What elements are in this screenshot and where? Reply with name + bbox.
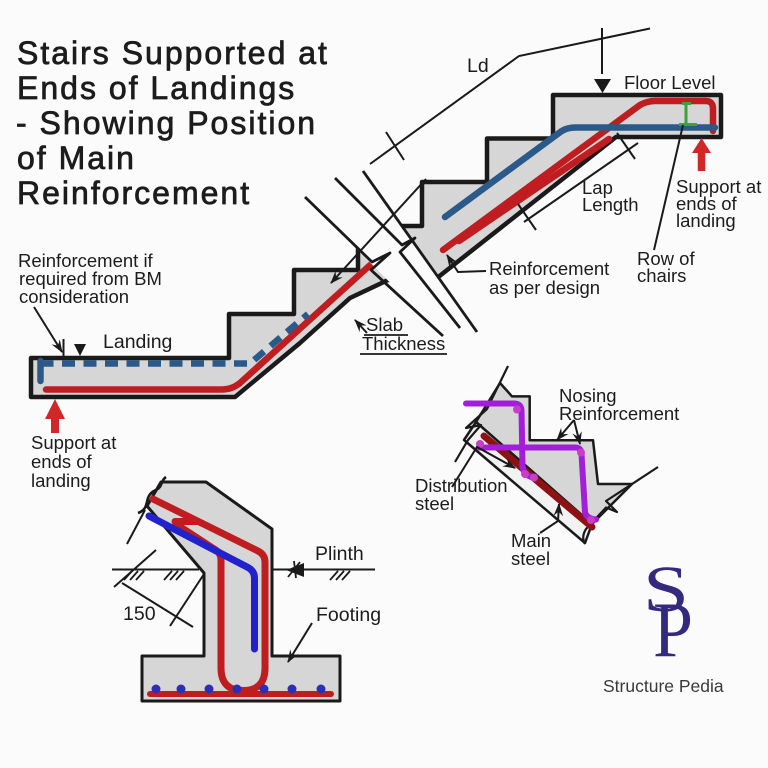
svg-text:Support at: Support at xyxy=(31,432,116,453)
svg-text:Structure Pedia: Structure Pedia xyxy=(603,676,724,696)
svg-text:ends of: ends of xyxy=(31,451,93,472)
svg-text:Stairs Supported at: Stairs Supported at xyxy=(17,35,329,71)
svg-text:Slab: Slab xyxy=(366,314,403,335)
svg-text:Reinforcement: Reinforcement xyxy=(489,258,609,279)
svg-text:Row of: Row of xyxy=(637,248,695,269)
svg-text:Distribution: Distribution xyxy=(415,475,508,496)
svg-text:S: S xyxy=(643,553,689,626)
svg-text:Plinth: Plinth xyxy=(315,543,364,565)
svg-text:required from BM: required from BM xyxy=(19,268,162,289)
svg-text:150: 150 xyxy=(123,603,156,625)
svg-text:Reinforcement if: Reinforcement if xyxy=(18,250,154,271)
svg-text:Lap: Lap xyxy=(582,177,613,198)
svg-text:Support at: Support at xyxy=(676,176,761,197)
svg-text:Reinforcement: Reinforcement xyxy=(559,403,679,424)
svg-text:landing: landing xyxy=(676,210,736,231)
svg-text:Length: Length xyxy=(582,194,639,215)
svg-text:P: P xyxy=(653,586,693,673)
svg-text:ends of: ends of xyxy=(676,193,738,214)
svg-text:- Showing Position: - Showing Position xyxy=(16,105,317,141)
svg-text:Main: Main xyxy=(511,530,551,551)
svg-text:Floor Level: Floor Level xyxy=(624,72,716,93)
svg-text:Landing: Landing xyxy=(103,331,172,353)
svg-text:Reinforcement: Reinforcement xyxy=(17,175,251,211)
svg-text:of Main: of Main xyxy=(17,140,136,176)
svg-text:steel: steel xyxy=(511,548,550,569)
svg-text:consideration: consideration xyxy=(19,286,129,307)
svg-text:Thickness: Thickness xyxy=(362,333,445,354)
svg-text:steel: steel xyxy=(415,493,454,514)
svg-text:chairs: chairs xyxy=(637,265,686,286)
svg-text:Ld: Ld xyxy=(467,55,489,77)
svg-text:as per design: as per design xyxy=(489,277,600,298)
svg-text:Nosing: Nosing xyxy=(559,385,617,406)
svg-text:Footing: Footing xyxy=(316,604,381,626)
svg-text:landing: landing xyxy=(31,470,91,491)
svg-text:Ends of Landings: Ends of Landings xyxy=(17,70,296,106)
